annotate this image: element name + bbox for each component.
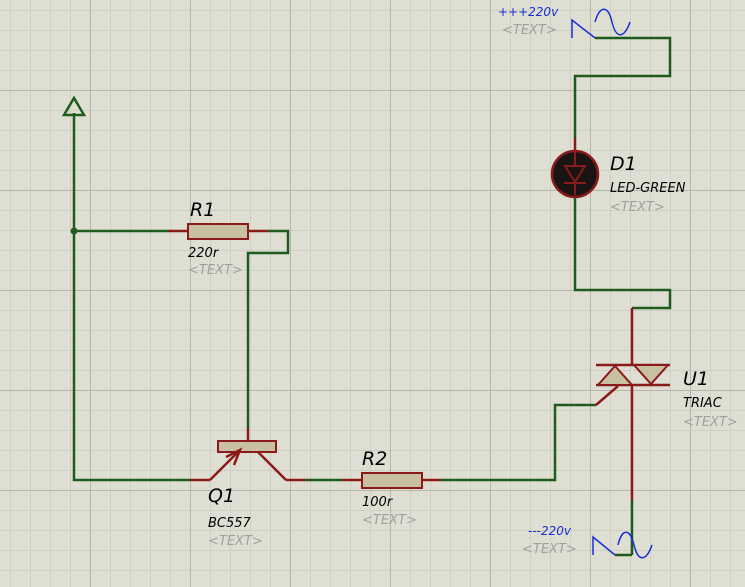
wire-r2-gate[interactable]: [441, 403, 596, 482]
led-d1[interactable]: [550, 138, 600, 199]
bottom-terminal-placeholder: <TEXT>: [522, 542, 577, 557]
junction-dot: [70, 227, 78, 235]
wires: [72, 36, 672, 555]
q1-value-label: BC557: [208, 516, 252, 531]
r2-ref-label: R2: [362, 448, 387, 470]
wire-r1-q1[interactable]: [246, 229, 290, 428]
ac-source-icon[interactable]: [571, 8, 631, 39]
transistor-q1[interactable]: [190, 428, 305, 482]
resistor-r2[interactable]: [342, 472, 441, 489]
wire-top-led[interactable]: [573, 36, 672, 138]
wire-left-rail[interactable]: [72, 113, 190, 482]
r2-value-label: 100r: [362, 495, 394, 510]
top-terminal-label: +++220v: [498, 5, 559, 19]
r2-text-placeholder: <TEXT>: [362, 513, 417, 528]
d1-value-label: LED-GREEN: [610, 181, 686, 196]
power-arrow-icon[interactable]: [61, 95, 87, 117]
resistor-r1[interactable]: [168, 223, 268, 240]
u1-text-placeholder: <TEXT>: [683, 415, 738, 430]
d1-text-placeholder: <TEXT>: [610, 200, 665, 215]
bottom-terminal-label: ---220v: [528, 524, 572, 538]
r1-text-placeholder: <TEXT>: [188, 263, 243, 278]
q1-ref-label: Q1: [208, 485, 235, 507]
q1-text-placeholder: <TEXT>: [208, 534, 263, 549]
ac-source-icon[interactable]: [592, 531, 653, 559]
triac-u1[interactable]: [595, 308, 671, 500]
d1-ref-label: D1: [610, 153, 637, 175]
wire-led-triac[interactable]: [573, 197, 672, 310]
r1-value-label: 220r: [188, 246, 220, 261]
r1-ref-label: R1: [190, 199, 215, 221]
top-terminal-placeholder: <TEXT>: [502, 23, 557, 38]
u1-value-label: TRIAC: [683, 396, 723, 411]
u1-ref-label: U1: [683, 368, 709, 390]
